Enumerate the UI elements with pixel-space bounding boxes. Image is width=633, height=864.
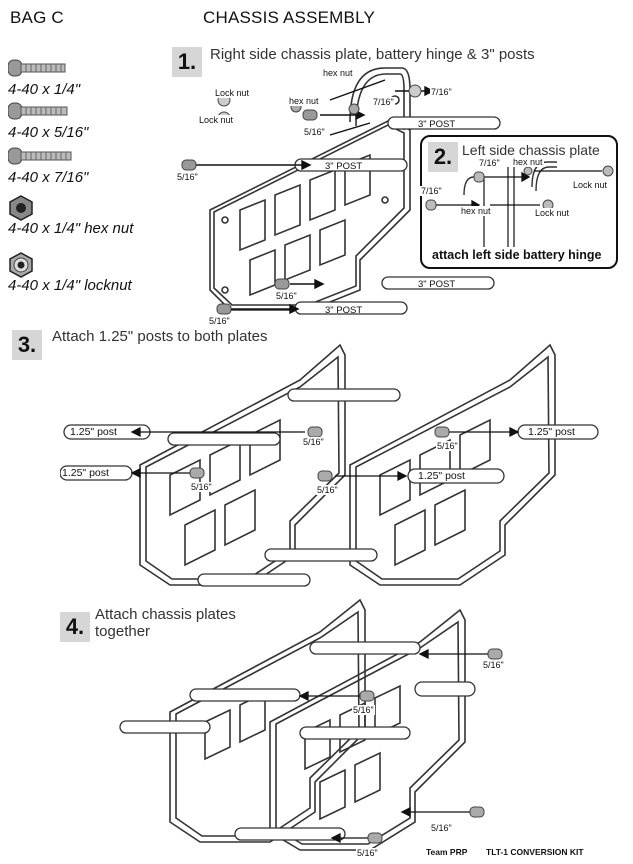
step-number: 4. (60, 612, 90, 642)
step3-diagram (59, 335, 620, 590)
footer-team: Team PRP (426, 847, 468, 857)
label-screw-size: 5/16" (430, 823, 453, 833)
label-lock-nut: Lock nut (214, 88, 251, 98)
label-screw-size: 7/16" (372, 97, 395, 107)
screw-icon (7, 101, 68, 121)
label-screw-size: 7/16" (430, 87, 453, 97)
step-text: Attach 1.25" posts to both plates (52, 328, 268, 345)
label-screw-size: 5/16" (352, 705, 375, 715)
label-post: 1.25" post (62, 467, 109, 479)
label-screw-size: 5/16" (482, 660, 505, 670)
step-text: Attach chassis plates (95, 606, 236, 623)
label-screw-size: 7/16" (420, 186, 443, 196)
locknut-icon (8, 252, 34, 278)
label-hex-nut: hex nut (322, 68, 354, 78)
step4-diagram (110, 592, 540, 852)
label-screw-size: 5/16" (275, 291, 298, 301)
label-post: 3" POST (418, 119, 456, 130)
label-screw-size: 5/16" (303, 127, 326, 137)
hardware-label: 4-40 x 5/16" (8, 124, 89, 141)
label-post: 3" POST (418, 279, 456, 290)
label-screw-size: 5/16" (316, 485, 339, 495)
label-screw-size: 5/16" (302, 437, 325, 447)
label-screw-size: 5/16" (356, 848, 379, 858)
label-hex-nut: hex nut (288, 96, 320, 106)
hex-nut-icon (8, 195, 34, 221)
label-post: 3" POST (325, 305, 363, 316)
step1-diagram (170, 60, 630, 330)
step-text: together (95, 623, 151, 640)
bag-label: BAG C (10, 8, 64, 27)
label-screw-size: 5/16" (436, 441, 459, 451)
hardware-label: 4-40 x 1/4" locknut (8, 277, 132, 294)
label-lock-nut: Lock nut (534, 208, 571, 218)
step-text: Left side chassis plate (462, 142, 600, 158)
step-number: 2. (428, 142, 458, 172)
label-post: 1.25" post (70, 426, 117, 438)
footer-kit: TLT-1 CONVERSION KIT (486, 847, 584, 857)
label-post: 1.25" post (418, 470, 465, 482)
step-number: 1. (172, 47, 202, 77)
page-title: CHASSIS ASSEMBLY (203, 8, 376, 27)
label-screw-size: 5/16" (176, 172, 199, 182)
label-post: 1.25" post (528, 426, 575, 438)
label-lock-nut: Lock nut (572, 180, 609, 190)
label-hex-nut: hex nut (460, 206, 492, 216)
label-hex-nut: hex nut (512, 157, 544, 167)
screw-icon (7, 146, 72, 166)
label-screw-size: 5/16" (208, 316, 231, 326)
label-post: 3" POST (325, 161, 363, 172)
hardware-label: 4-40 x 7/16" (8, 169, 89, 186)
step-text: Right side chassis plate, battery hinge … (210, 46, 535, 63)
step2-box: 2. Left side chassis plate 7/16" hex nut… (420, 135, 618, 269)
screw-icon (7, 58, 68, 78)
label-screw-size: 5/16" (190, 482, 213, 492)
hardware-label: 4-40 x 1/4" (8, 81, 81, 98)
step2-footer: attach left side battery hinge (432, 248, 602, 262)
label-lock-nut: Lock nut (198, 115, 235, 125)
step-number: 3. (12, 330, 42, 360)
hardware-label: 4-40 x 1/4" hex nut (8, 220, 134, 237)
label-screw-size: 7/16" (478, 158, 501, 168)
